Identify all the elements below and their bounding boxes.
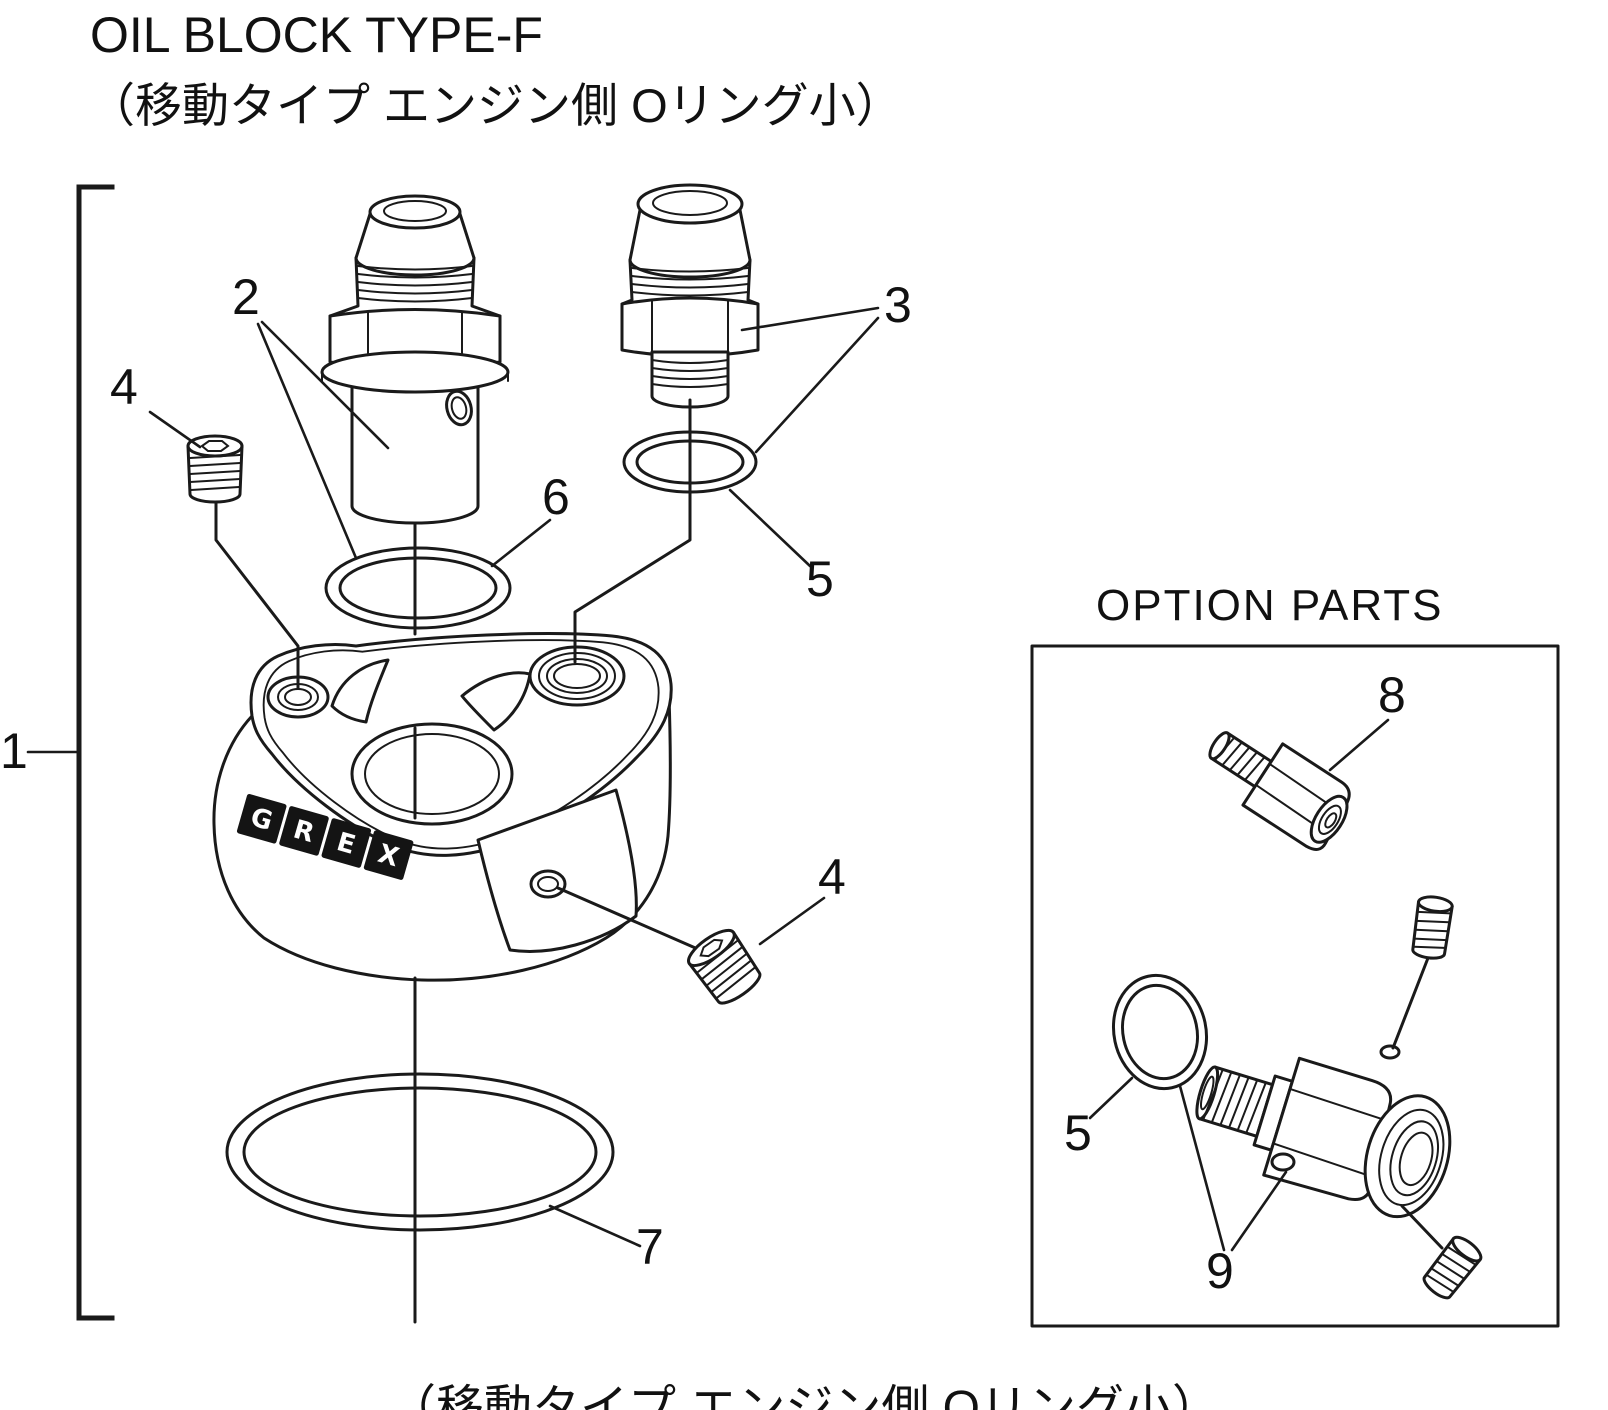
callout-6: 6	[542, 469, 570, 525]
option-o-ring-part5	[1111, 973, 1209, 1091]
option-plug-bottom	[1418, 1231, 1486, 1304]
leader-8	[1328, 718, 1390, 772]
option-parts-title: OPTION PARTS	[1096, 581, 1444, 630]
assembly-line-fitting-right	[573, 398, 692, 664]
o-ring-part7	[225, 1072, 615, 1232]
fitting-part2	[320, 194, 510, 525]
diagram-title: OIL BLOCK TYPE-F	[90, 7, 543, 63]
side-port	[529, 869, 567, 899]
leader-5-option	[1088, 1076, 1134, 1120]
option-body-front-hole	[1270, 1152, 1296, 1172]
plate-cutout-left	[330, 658, 390, 724]
callout-3: 3	[884, 277, 912, 333]
plug-part4-right	[682, 922, 768, 1011]
option-body-top-hole	[1379, 1044, 1401, 1060]
oil-block-body: G R E X	[212, 632, 673, 982]
block-front-face	[476, 788, 638, 953]
option-body	[1195, 1056, 1452, 1219]
assembly-line-plug-left	[214, 500, 300, 690]
option-parts-box	[1030, 644, 1560, 1328]
large-port	[528, 645, 626, 707]
adapter-part8	[1208, 731, 1351, 851]
callout-9: 9	[1206, 1243, 1234, 1299]
callout-4-left: 4	[110, 359, 138, 415]
grex-logo: G R E X	[236, 793, 414, 880]
callout-5-option: 5	[1064, 1105, 1092, 1161]
o-ring-part6	[324, 546, 512, 630]
leader-9b	[1178, 1084, 1226, 1252]
callout-2: 2	[232, 269, 260, 325]
plate-cutout-right	[460, 671, 532, 732]
center-bore	[350, 722, 514, 826]
callout-8: 8	[1378, 667, 1406, 723]
callout-7: 7	[636, 1219, 664, 1275]
callout-4-right: 4	[818, 849, 846, 905]
leader-9a	[1230, 1170, 1288, 1252]
caption-bottom: （移動タイプ エンジン側 Oリング小）	[388, 1382, 1220, 1410]
bracket-part1	[26, 184, 115, 1321]
leader-lines	[148, 306, 880, 1248]
assembly-line-option-top	[1391, 956, 1430, 1050]
option-plug-top	[1409, 893, 1455, 962]
assembly-line-plug-right	[556, 886, 702, 952]
callout-5-main: 5	[806, 551, 834, 607]
callout-1: 1	[0, 723, 28, 779]
assembly-line-option-bottom	[1400, 1204, 1444, 1250]
fitting-part3	[620, 183, 760, 409]
plug-part4-left	[186, 434, 244, 504]
diagram-subtitle: （移動タイプ エンジン側 Oリング小）	[88, 79, 903, 132]
